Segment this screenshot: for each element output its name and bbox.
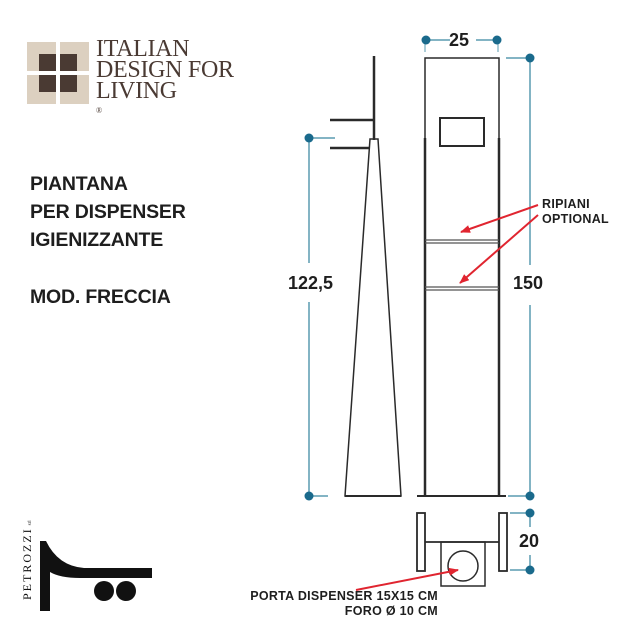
dispenser-hole-circle — [447, 550, 479, 582]
maker-name: PETROZZIsrl — [20, 520, 35, 600]
title-line-3: IGIENIZZANTE — [30, 229, 164, 251]
dimension-dot — [492, 35, 502, 45]
model-name: MOD. FRECCIA — [30, 286, 171, 308]
wheel-icon — [116, 581, 136, 601]
side-view — [330, 56, 402, 497]
holder-note-line-2: FORO Ø 10 CM — [344, 604, 438, 618]
dimension-dot — [525, 565, 535, 575]
depth-label: 20 — [519, 531, 540, 551]
maker-suffix: srl — [28, 520, 33, 526]
title-line-2: PER DISPENSER — [30, 201, 186, 223]
dimension-dot — [525, 53, 535, 63]
dimension-dot — [421, 35, 431, 45]
petrozzi-logo — [40, 541, 152, 611]
holder-note-line-1: PORTA DISPENSER 15X15 CM — [250, 589, 438, 603]
window-grid-icon — [27, 42, 89, 104]
top-left-foot — [416, 512, 426, 572]
arrow-shelf-1 — [460, 204, 539, 233]
brand-line-2: DESIGN FOR — [96, 57, 234, 83]
stand-height-label: 122,5 — [288, 273, 334, 293]
side-tapered-body — [344, 138, 402, 497]
width-label: 25 — [449, 30, 470, 50]
dimension-dot — [525, 508, 535, 518]
wheel-icon — [94, 581, 114, 601]
dimension-width — [421, 35, 502, 52]
brand-name: ITALIAN DESIGN FOR LIVING® — [96, 36, 234, 123]
registered-mark: ® — [96, 106, 102, 115]
dimension-total-height — [506, 53, 535, 501]
annotation-arrows — [355, 204, 539, 591]
maker-name-text: PETROZZI — [20, 527, 34, 600]
dimension-dot — [304, 491, 314, 501]
shelves-note: RIPIANI OPTIONAL — [542, 197, 609, 227]
front-panel — [424, 57, 500, 497]
title-line-1: PIANTANA — [30, 173, 128, 195]
dispenser-window — [439, 117, 485, 147]
dimension-depth — [510, 508, 535, 575]
shelves-note-line-2: OPTIONAL — [542, 212, 609, 226]
total-height-label: 150 — [513, 273, 544, 293]
holder-note: PORTA DISPENSER 15X15 CM FORO Ø 10 CM — [229, 589, 438, 619]
arrow-holder — [355, 567, 459, 591]
brand-line-1: ITALIAN — [96, 36, 190, 62]
brand-line-3: LIVING® — [96, 79, 234, 123]
arrow-shelf-2 — [459, 214, 539, 284]
front-view — [417, 57, 506, 497]
petrozzi-mark — [40, 541, 152, 611]
dimension-stand-height — [304, 133, 335, 501]
top-right-foot — [498, 512, 508, 572]
shelves-note-line-1: RIPIANI — [542, 197, 590, 211]
dispenser-holder-square — [440, 541, 486, 587]
top-view — [416, 512, 508, 587]
dimension-dot — [304, 133, 314, 143]
dimension-dot — [525, 491, 535, 501]
product-title: PIANTANA PER DISPENSER IGIENIZZANTE — [30, 170, 186, 254]
